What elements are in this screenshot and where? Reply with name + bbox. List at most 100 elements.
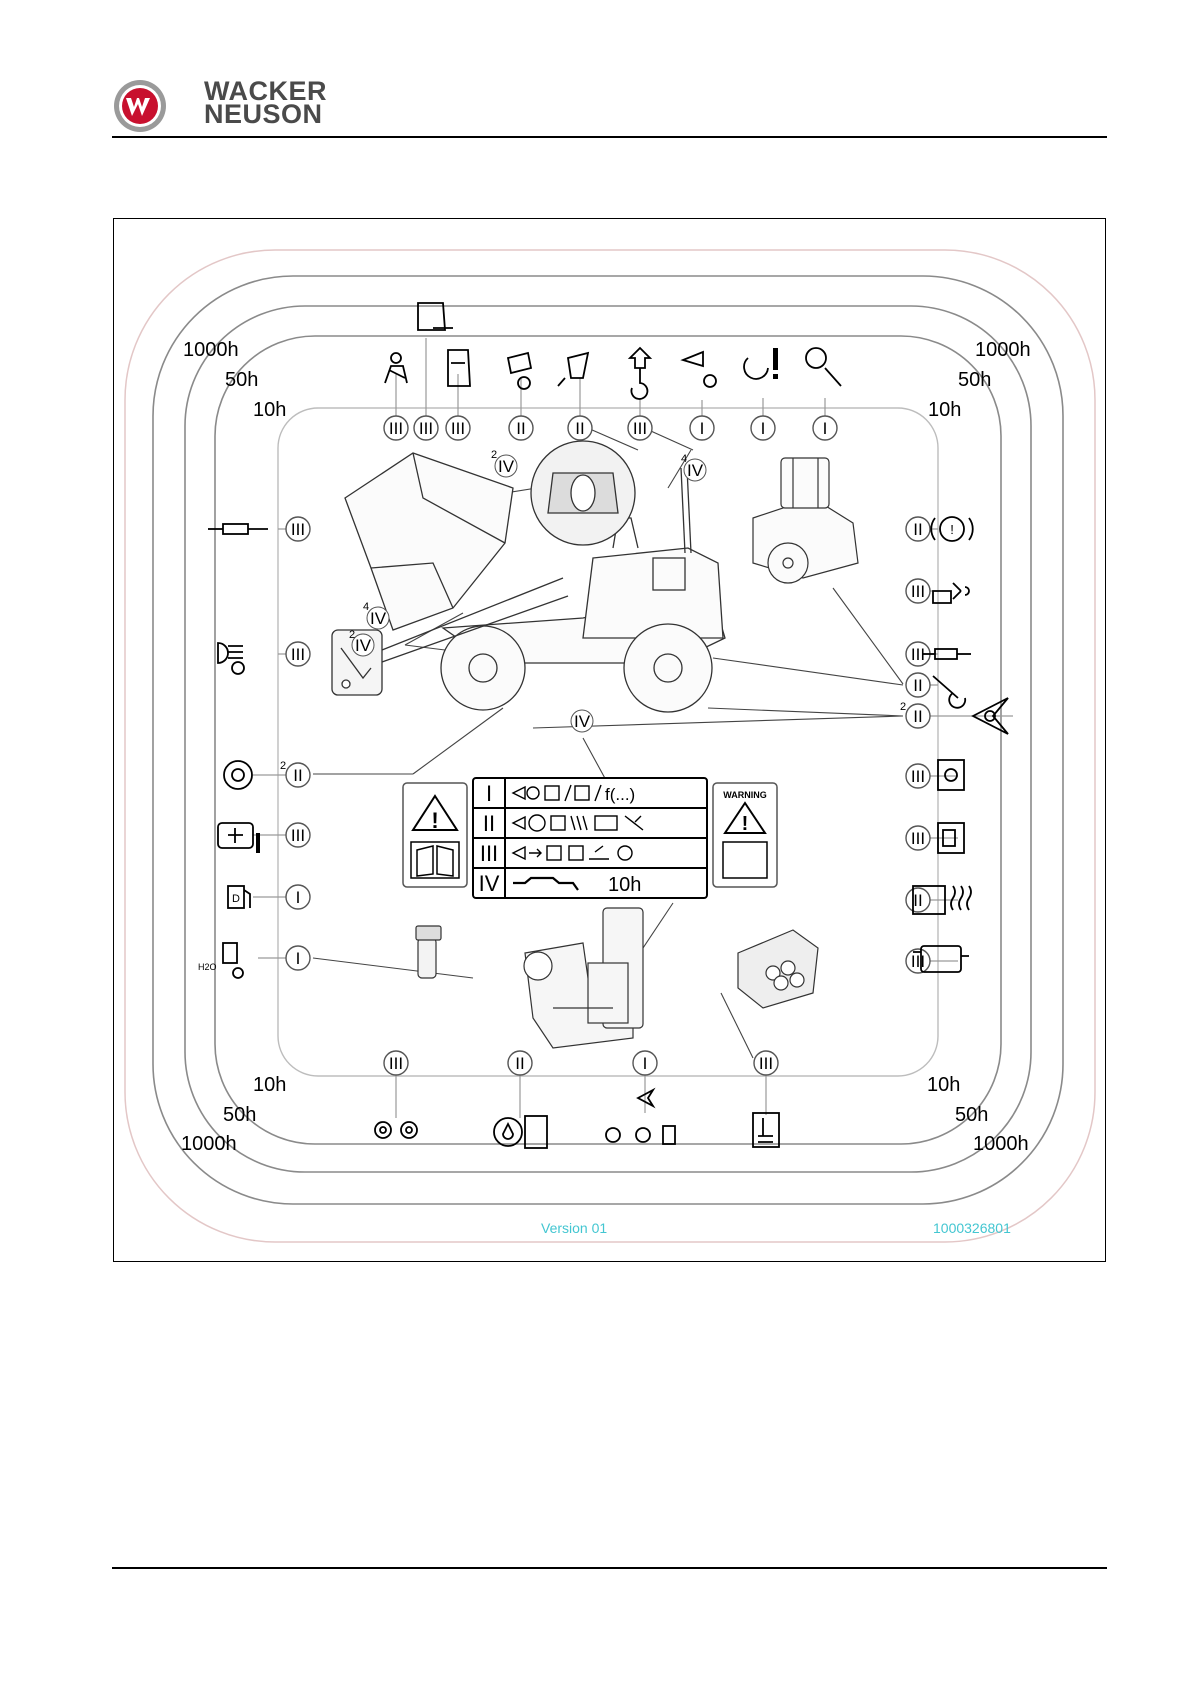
group-marker-label-2: III — [451, 419, 465, 438]
inspection-check-icon — [806, 348, 841, 386]
small-dumper-illustration — [753, 458, 858, 583]
door-operating-icon — [418, 303, 453, 330]
group-marker-sup-19: 2 — [900, 701, 906, 713]
gearbox-oil-icon — [224, 761, 252, 789]
brand-wordmark: WACKER NEUSON — [204, 80, 327, 126]
cab-door-icon — [448, 350, 470, 386]
group-marker-label-12: III — [291, 826, 305, 845]
marker-iv-skip-text: IV — [370, 609, 387, 628]
group-marker-label-0: III — [389, 419, 403, 438]
group-marker-label-21: III — [911, 829, 925, 848]
water-separator-h2o-text: H2O — [198, 962, 217, 972]
group-marker-label-14: I — [296, 949, 301, 968]
brand-line-2: NEUSON — [204, 103, 327, 126]
version-label: Version 01 — [541, 1220, 607, 1236]
wacker-neuson-logo-icon — [112, 78, 168, 134]
lights-cleaning-icon — [218, 643, 244, 674]
group-marker-label-20: III — [911, 767, 925, 786]
group-marker-label-15: II — [913, 520, 922, 539]
legend-row-ii-label: II — [483, 811, 495, 836]
group-marker-label-27: III — [759, 1054, 773, 1073]
legend-row-i-label: I — [486, 781, 492, 806]
legend-warning-decal-text: WARNING — [723, 790, 767, 800]
group-marker-label-16: III — [911, 582, 925, 601]
marker-iv-top-left-sup: 2 — [491, 449, 497, 461]
joystick-mirror-icon — [218, 823, 258, 853]
label-1000h-bottom-left: 1000h — [181, 1133, 237, 1155]
fuel-filter-illustration — [416, 926, 441, 978]
group-marker-label-24: III — [389, 1054, 403, 1073]
label-10h-top-right: 10h — [928, 399, 961, 421]
horn-icon — [683, 352, 716, 387]
label-1000h-top-left: 1000h — [183, 339, 239, 361]
label-10h-top-left: 10h — [253, 399, 286, 421]
label-10h-bottom-left: 10h — [253, 1074, 286, 1096]
group-marker-label-4: II — [575, 419, 584, 438]
label-50h-bottom-right: 50h — [955, 1104, 988, 1126]
group-marker-label-22: II — [913, 891, 922, 910]
group-marker-sup-11: 2 — [280, 760, 286, 772]
maintenance-diagram: 1000h 50h 10h 1000h 50h 10h 10h 50h 1000… — [113, 218, 1106, 1262]
header-rule — [112, 136, 1107, 138]
battery-pack-illustration — [738, 930, 818, 1008]
group-marker-label-9: III — [291, 520, 305, 539]
grease-cup-icon — [558, 353, 588, 386]
legend-warning-card — [403, 783, 467, 887]
group-marker-label-7: I — [761, 419, 766, 438]
group-marker-label-23: III — [911, 952, 925, 971]
tire-pressure-icon — [375, 1122, 417, 1138]
fuel-level-icon: D — [228, 886, 250, 908]
marker-iv-top-left-text: IV — [498, 457, 515, 476]
label-10h-bottom-right: 10h — [927, 1074, 960, 1096]
parking-brake-exclaim: ! — [950, 522, 954, 537]
label-1000h-top-right: 1000h — [975, 339, 1031, 361]
group-marker-label-5: III — [633, 419, 647, 438]
group-marker-label-8: I — [823, 419, 828, 438]
hydraulic-cylinder-left-icon — [208, 524, 268, 534]
group-marker-label-1: III — [419, 419, 433, 438]
group-marker-label-13: I — [296, 888, 301, 907]
group-marker-label-11: II — [293, 766, 302, 785]
group-marker-label-18: II — [913, 676, 922, 695]
marker-iv-chassis-text: IV — [574, 712, 591, 731]
marker-iv-skip-sup: 4 — [363, 601, 369, 613]
dumper-illustration — [332, 441, 725, 712]
group-marker-label-6: I — [700, 419, 705, 438]
group-marker-label-26: I — [643, 1054, 648, 1073]
part-number-label: 1000326801 — [933, 1220, 1011, 1236]
group-marker-label-25: II — [515, 1054, 524, 1073]
label-50h-top-right: 50h — [958, 369, 991, 391]
legend-decal-exclaim: ! — [742, 813, 749, 835]
group-marker-label-3: II — [516, 419, 525, 438]
legend-row-iv-interval: 10h — [608, 874, 641, 896]
water-separator-icon: H2O — [198, 943, 243, 978]
marker-iv-top-right-text: IV — [687, 461, 704, 480]
ring-50h — [185, 306, 1031, 1172]
marker-iv-top-right-sup: 4 — [681, 453, 687, 465]
group-marker-label-17: III — [911, 645, 925, 664]
legend-warning-exclaim: ! — [431, 808, 438, 833]
legend-row-i-formula: f(...) — [605, 785, 635, 804]
label-50h-bottom-left: 50h — [223, 1104, 256, 1126]
label-50h-top-left: 50h — [225, 369, 258, 391]
coolant-level-icon — [938, 760, 964, 790]
engine-oil-icon — [494, 1116, 547, 1148]
fuel-level-d-text: D — [232, 893, 240, 905]
group-marker-label-19: II — [913, 707, 922, 726]
multi-inspection-icon — [606, 1090, 675, 1144]
group-marker-label-10: III — [291, 645, 305, 664]
mirror-adjust-icon — [508, 353, 531, 389]
legend-table: ! I II III IV f(...) 10h WARNING ! — [403, 778, 777, 898]
marker-iv-inset-sup: 2 — [349, 629, 355, 641]
engine-check-icon — [913, 946, 969, 972]
page-header: WACKER NEUSON — [112, 78, 1102, 138]
marker-iv-inset-text: IV — [355, 636, 372, 655]
legend-row-iii-label: III — [480, 841, 498, 866]
engine-illustration — [524, 908, 643, 1048]
footer-rule — [112, 1567, 1107, 1569]
coolant-temperature-icon — [753, 1113, 779, 1147]
label-1000h-bottom-right: 1000h — [973, 1133, 1029, 1155]
engine-start-icon — [744, 348, 778, 379]
legend-row-iv-label: IV — [479, 871, 500, 896]
lifting-hook-icon — [630, 348, 650, 399]
